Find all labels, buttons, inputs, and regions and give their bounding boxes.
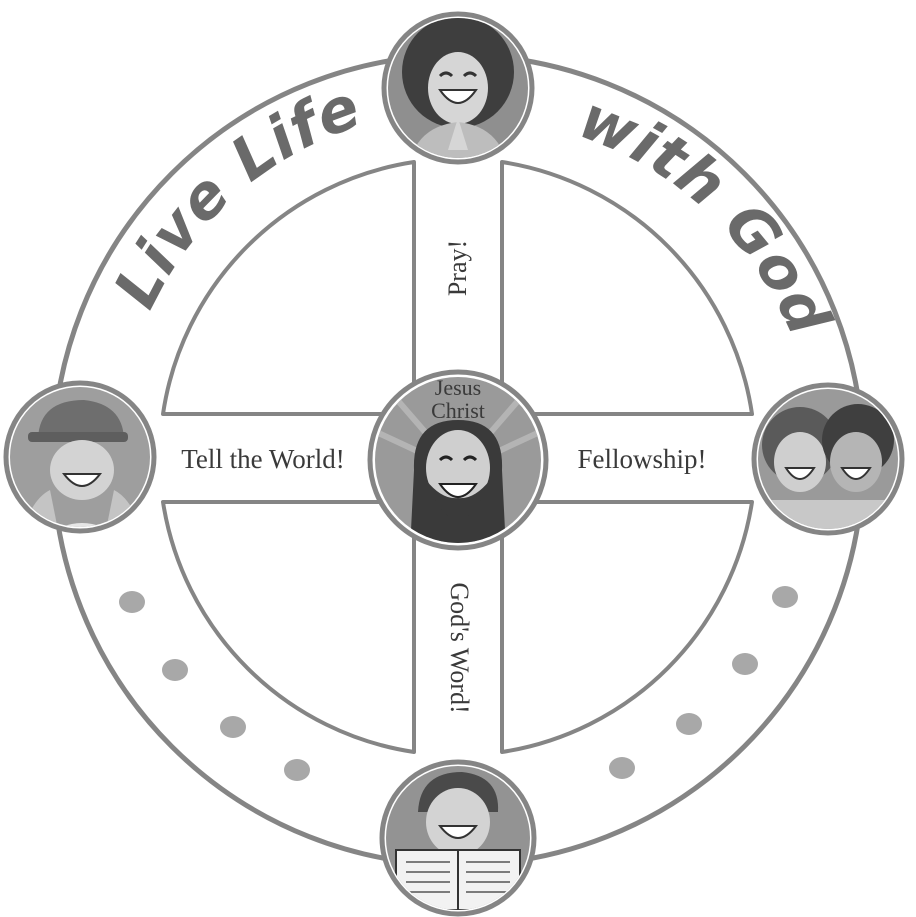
dot xyxy=(609,757,635,779)
quadrant-top-right xyxy=(502,162,752,414)
center-label-line1: Jesus xyxy=(435,375,481,400)
praying-girl-icon xyxy=(380,10,540,170)
center-label-line2: Christ xyxy=(431,398,485,423)
reading-boy-icon xyxy=(380,760,540,917)
dot xyxy=(119,591,145,613)
dot xyxy=(676,713,702,735)
dot xyxy=(162,659,188,681)
friends-icon xyxy=(750,380,910,550)
top-arm-label: Pray! xyxy=(443,240,472,296)
dot xyxy=(284,759,310,781)
quadrant-bottom-right xyxy=(502,502,752,752)
right-arm-label: Fellowship! xyxy=(577,444,706,474)
quadrant-bottom-left xyxy=(163,502,414,752)
bottom-arm-label: God's Word! xyxy=(445,582,474,713)
boy-with-cap-icon xyxy=(0,380,160,540)
left-arm-label: Tell the World! xyxy=(181,444,344,474)
dot xyxy=(732,653,758,675)
dot xyxy=(220,716,246,738)
dot xyxy=(772,586,798,608)
